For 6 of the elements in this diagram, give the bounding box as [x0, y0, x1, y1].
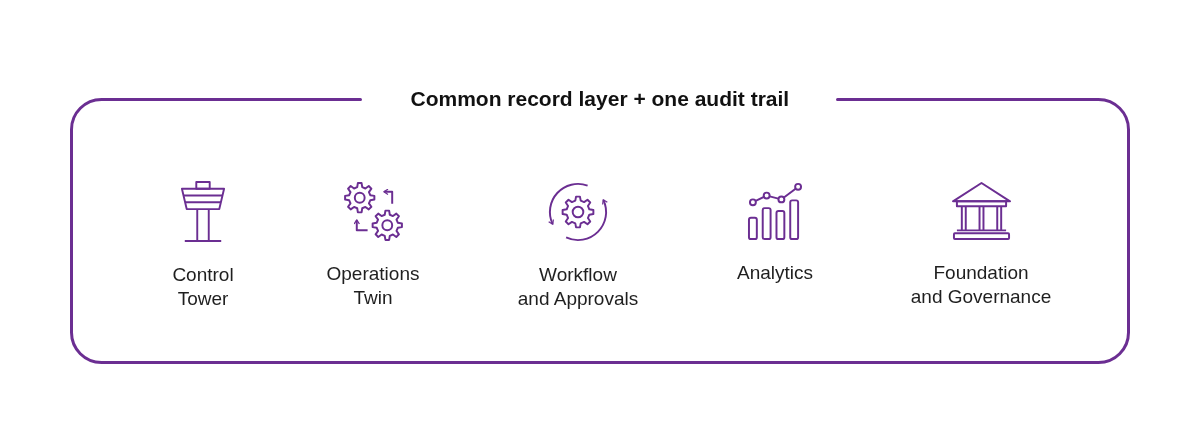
group-title: Common record layer + one audit trail [410, 86, 790, 112]
item-label: Foundation and Governance [910, 261, 1052, 309]
item-label: Workflow and Approvals [517, 263, 639, 311]
item-label: Analytics [737, 261, 813, 285]
item-label: Operations Twin [326, 262, 420, 310]
item-label: Control Tower [172, 263, 234, 311]
